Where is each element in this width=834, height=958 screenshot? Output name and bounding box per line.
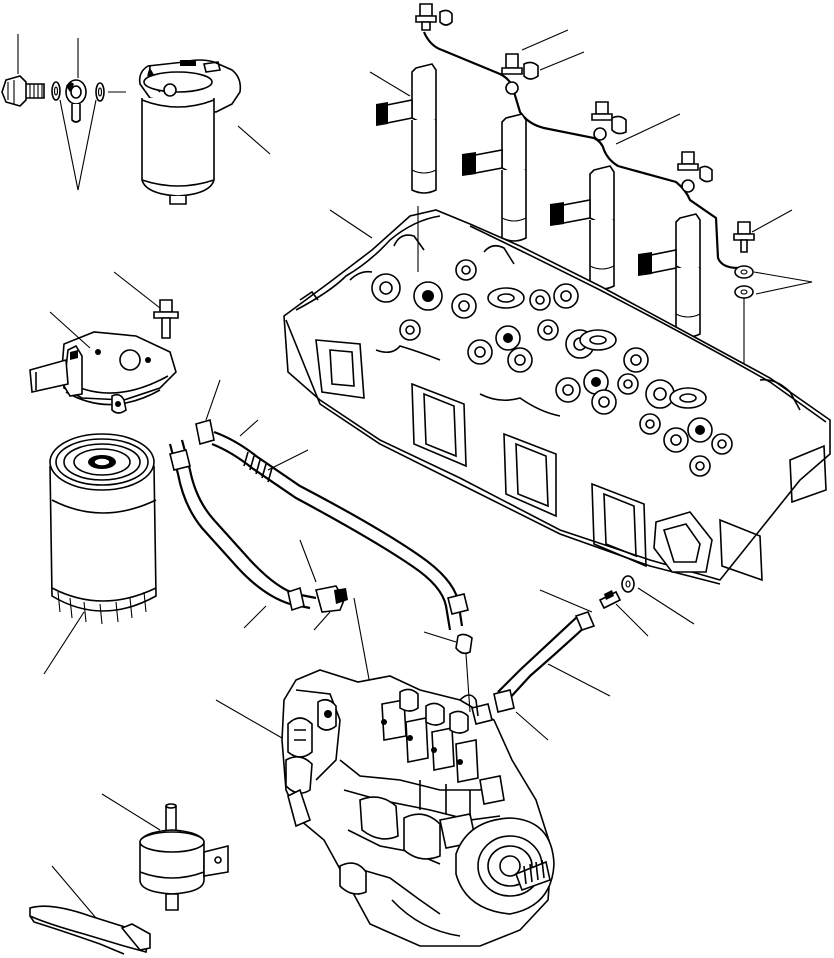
banjo-fitting bbox=[65, 79, 87, 123]
banjo-bolt bbox=[1, 75, 45, 107]
nozzle-3 bbox=[550, 165, 615, 290]
filter-cartridge bbox=[43, 433, 157, 675]
return-bolt-washers bbox=[733, 209, 813, 466]
gasket-right bbox=[95, 82, 105, 102]
fuel-filter-assembly bbox=[138, 59, 271, 205]
feed-pump bbox=[101, 793, 229, 911]
callout-leaders-topleft bbox=[17, 34, 126, 191]
nozzle-2 bbox=[462, 113, 527, 242]
injection-nozzles bbox=[369, 63, 701, 338]
cylinder-head bbox=[283, 206, 831, 585]
filter-head bbox=[29, 271, 179, 414]
nozzle-4 bbox=[638, 213, 701, 338]
mounting-bracket bbox=[29, 865, 151, 955]
gasket-left bbox=[51, 81, 61, 101]
injection-pump bbox=[215, 653, 555, 947]
nozzle-1 bbox=[369, 63, 437, 194]
injection-lines bbox=[415, 3, 739, 270]
return-fitting bbox=[539, 575, 695, 637]
